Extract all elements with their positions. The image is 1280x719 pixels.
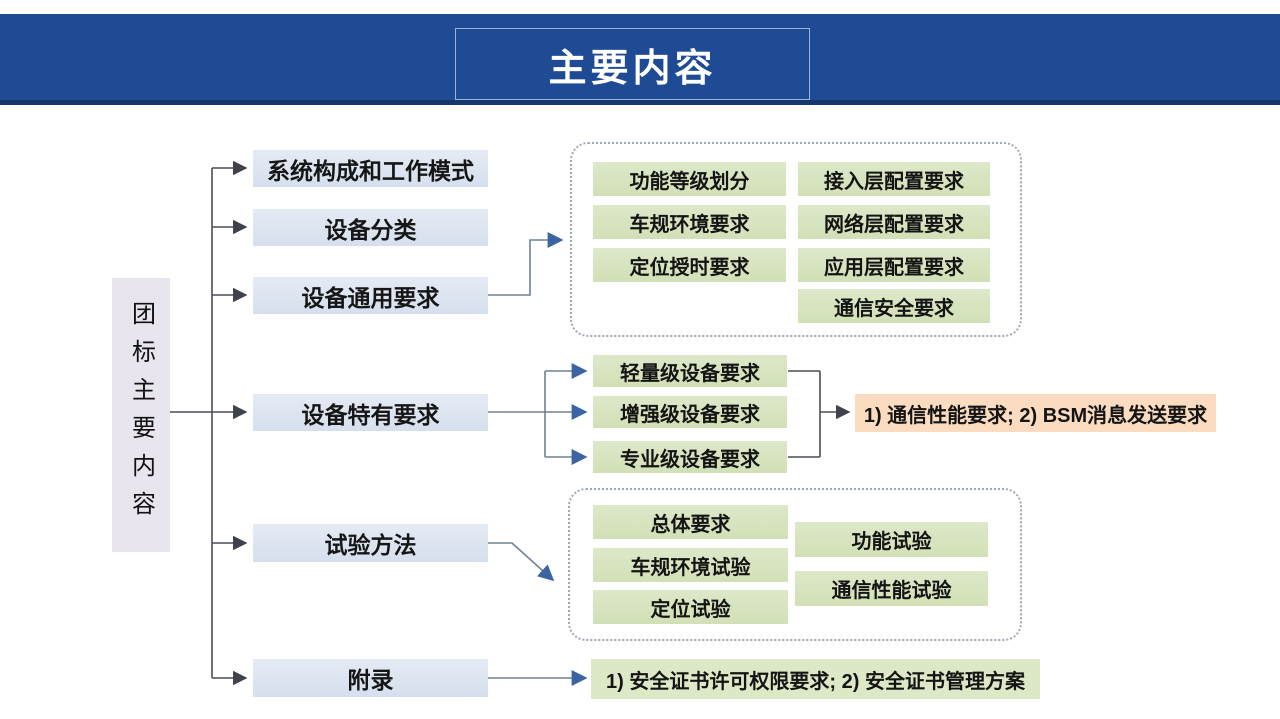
- node-professional-device-req: 专业级设备要求: [593, 441, 787, 473]
- node-enhanced-device-req: 增强级设备要求: [593, 396, 787, 428]
- root-node: 团标主要内容: [112, 278, 170, 552]
- node-specific-requirements: 设备特有要求: [253, 394, 488, 431]
- test-methods-group: [568, 488, 1022, 641]
- node-vehicle-env-test: 车规环境试验: [593, 548, 788, 582]
- title-box: 主要内容: [455, 28, 810, 100]
- node-vehicle-env-req: 车规环境要求: [593, 205, 786, 239]
- root-label: 团标主要内容: [127, 301, 155, 529]
- node-system-composition: 系统构成和工作模式: [253, 150, 488, 187]
- node-comm-performance-test: 通信性能试验: [795, 571, 988, 606]
- node-lightweight-device-req: 轻量级设备要求: [593, 355, 787, 387]
- node-access-layer-req: 接入层配置要求: [798, 162, 990, 196]
- node-test-methods: 试验方法: [253, 524, 488, 562]
- node-comm-security-req: 通信安全要求: [798, 289, 990, 323]
- node-general-requirements: 设备通用要求: [253, 277, 488, 314]
- node-device-classification: 设备分类: [253, 209, 488, 246]
- node-network-layer-req: 网络层配置要求: [798, 205, 990, 239]
- node-appendix: 附录: [253, 659, 488, 697]
- node-application-layer-req: 应用层配置要求: [798, 248, 990, 282]
- page-title: 主要内容: [548, 47, 717, 90]
- header-bar: 主要内容: [0, 14, 1280, 105]
- branch-lines: [488, 232, 588, 686]
- general-requirements-group: [570, 142, 1022, 337]
- node-positioning-timing-req: 定位授时要求: [593, 248, 786, 282]
- node-function-grading: 功能等级划分: [593, 162, 786, 196]
- trunk-lines: [170, 160, 851, 686]
- node-positioning-test: 定位试验: [593, 590, 788, 624]
- appendix-note: 1) 安全证书许可权限要求; 2) 安全证书管理方案: [591, 659, 1040, 699]
- node-overall-req: 总体要求: [593, 505, 788, 539]
- node-function-test: 功能试验: [795, 522, 988, 557]
- device-levels-note: 1) 通信性能要求; 2) BSM消息发送要求: [855, 394, 1216, 432]
